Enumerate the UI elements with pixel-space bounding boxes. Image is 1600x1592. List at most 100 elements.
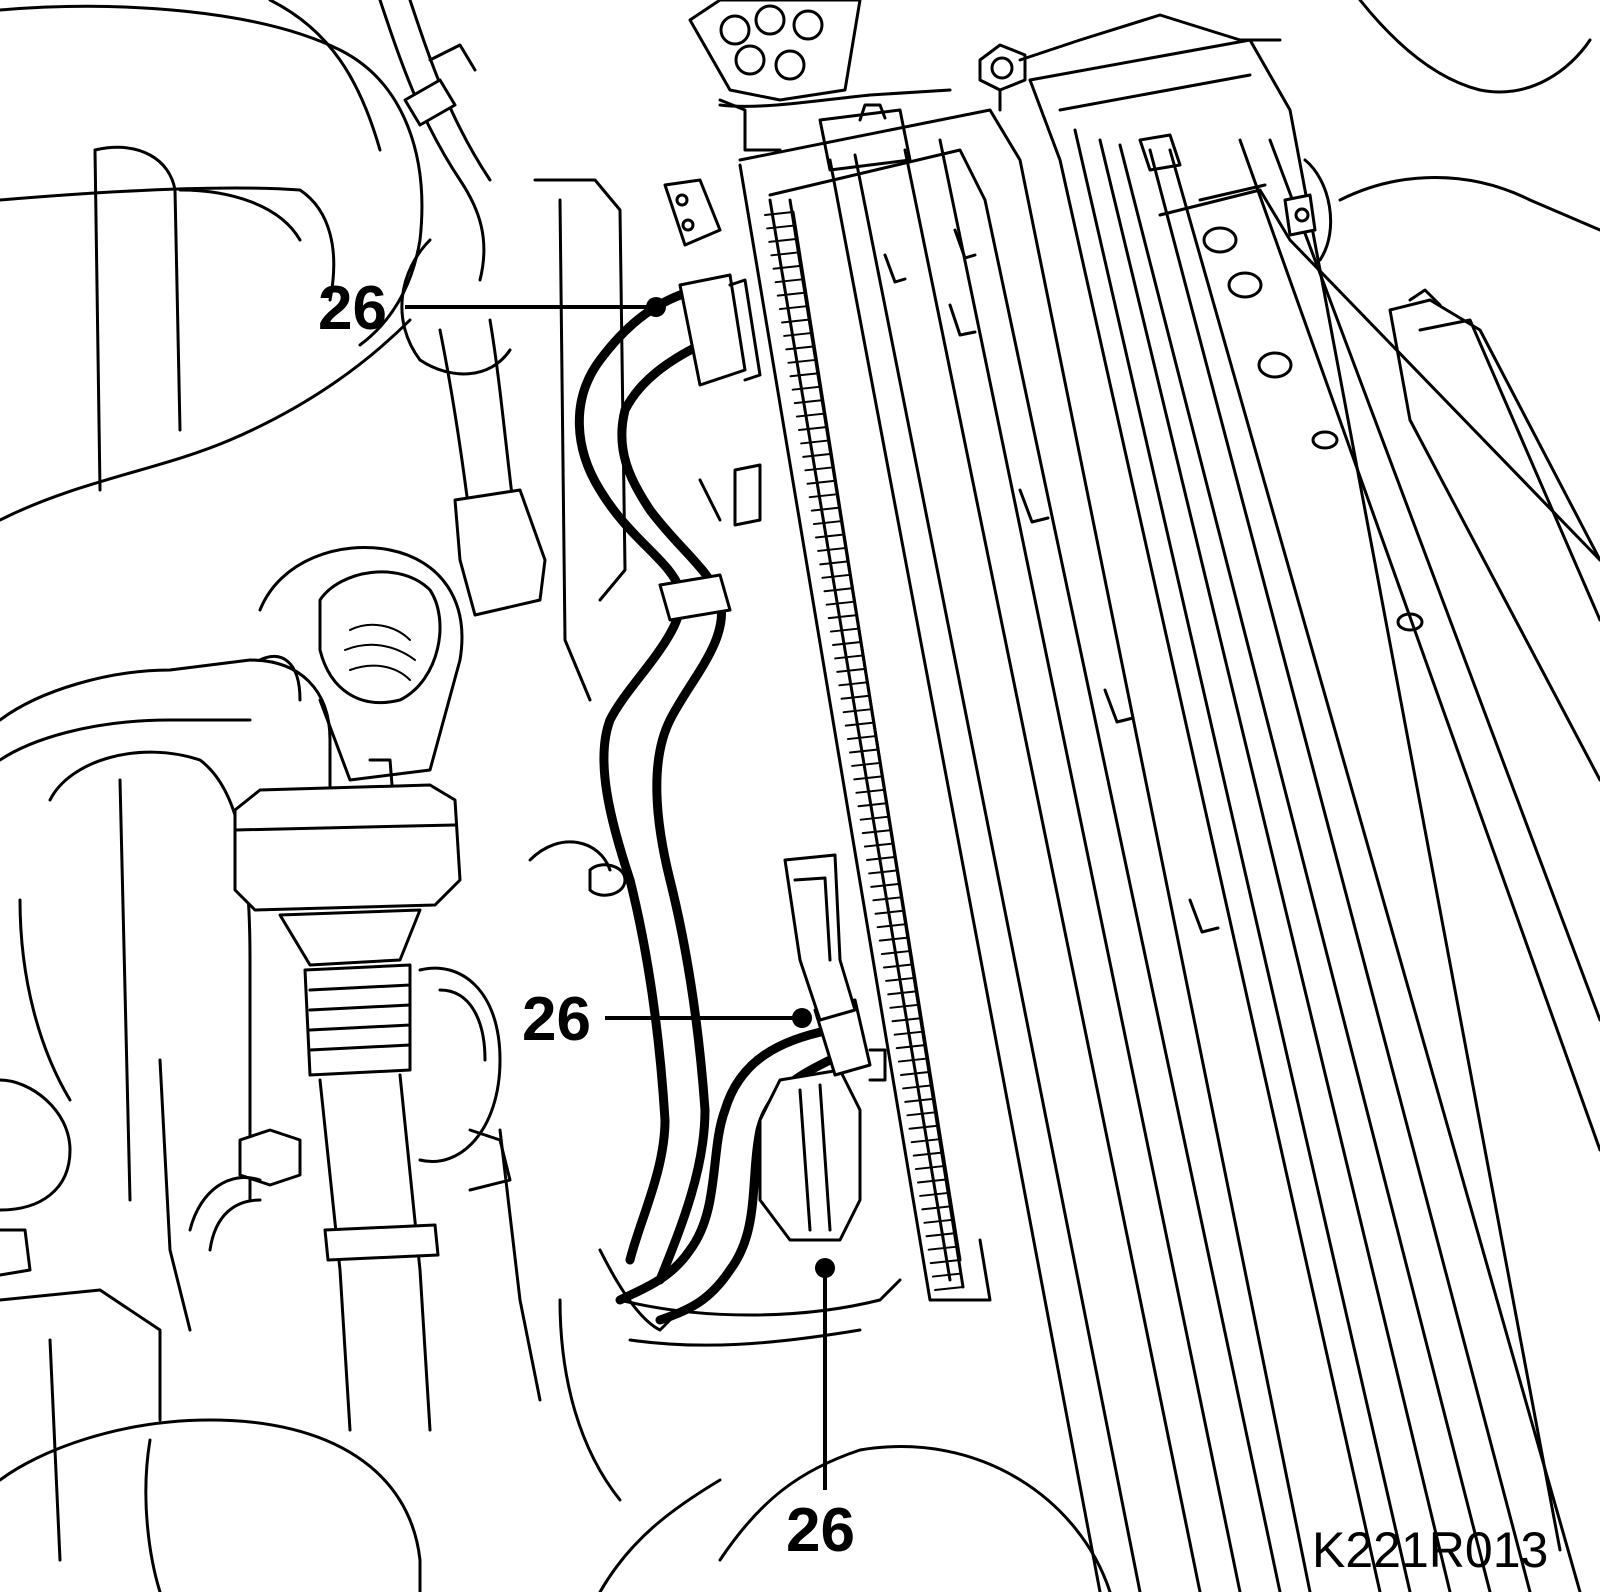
radiator-fin (859, 815, 890, 821)
radiator-fin (902, 1084, 933, 1090)
radiator-fin (868, 869, 899, 875)
hose-clip-left (188, 1128, 302, 1252)
radiator-fin (929, 1259, 960, 1265)
radiator-fin (764, 211, 794, 216)
radiator-bracket (698, 463, 857, 1022)
lower-branch-hose (598, 998, 887, 1332)
callout-leader-2 (605, 1008, 812, 1028)
radiator-fin (789, 372, 820, 378)
radiator-fin (855, 788, 886, 794)
radiator-fin (787, 358, 818, 364)
callout-leader-1 (405, 297, 666, 317)
right-side-bracket (1338, 0, 1600, 782)
radiator-fin (934, 1286, 964, 1291)
radiator-fin (781, 318, 811, 324)
radiator-fin (829, 627, 860, 633)
radiator-fin (853, 775, 884, 781)
radiator-fin (810, 506, 841, 512)
radiator-fin (895, 1044, 926, 1050)
radiator-fin (874, 909, 905, 915)
lower-body-panels (498, 840, 1112, 1592)
radiator-fin (885, 976, 916, 982)
radiator-fin (889, 1003, 920, 1009)
eye-ring-bracket (258, 546, 464, 782)
radiator-fin (908, 1124, 939, 1130)
radiator-fin (815, 533, 845, 539)
radiator-fin (846, 735, 877, 741)
radiator-fin (842, 708, 873, 714)
radiator-fin (870, 882, 901, 888)
pipe-coupling (233, 758, 462, 1432)
radiator-fin (910, 1138, 941, 1144)
radiator-fin (825, 600, 856, 606)
radiator-fin (897, 1057, 928, 1063)
radiator-fin (834, 654, 865, 660)
radiator-fin (878, 936, 909, 942)
radiator-fin-edge (791, 210, 965, 1289)
radiator-fin (904, 1097, 935, 1103)
radiator-fin (914, 1165, 945, 1171)
radiator-fin (844, 721, 875, 727)
callout-label-26-top: 26 (318, 274, 387, 343)
radiator-markings (883, 228, 1220, 934)
radiator-fin (893, 1030, 924, 1036)
callout-label-26-bottom: 26 (786, 1496, 855, 1565)
radiator-fin (861, 829, 892, 835)
radiator-fin (768, 237, 799, 243)
radiator-fin (876, 923, 907, 929)
radiator-fin (887, 990, 918, 996)
radiator-fin (931, 1272, 962, 1278)
radiator-fin (772, 264, 803, 270)
radiator-fin (806, 479, 837, 485)
radiator-fins (764, 210, 965, 1291)
radiator-fin (817, 546, 848, 552)
radiator-fin (906, 1111, 937, 1117)
radiator-fin (880, 950, 911, 956)
radiator-fin (798, 426, 828, 431)
radiator-fin (919, 1191, 950, 1197)
left-lower-hose (0, 654, 332, 1332)
radiator-fin (900, 1071, 930, 1076)
lower-left-canister (0, 1078, 422, 1592)
top-right-bolt (978, 13, 1282, 112)
radiator-fin (800, 439, 831, 445)
radiator-fin (912, 1151, 943, 1157)
top-connector-block (688, 0, 952, 152)
connector-clip-top (663, 178, 722, 247)
upper-left-hose (0, 0, 424, 522)
radiator-fin (774, 278, 805, 284)
radiator-fin (863, 842, 894, 848)
radiator-fin (827, 614, 858, 620)
left-pipe-assembly (400, 178, 627, 702)
figure-reference-code: K221R013 (1312, 1522, 1549, 1578)
mounting-strip (1158, 158, 1600, 632)
radiator-fin (795, 412, 826, 418)
radiator-fin (804, 466, 835, 472)
radiator-fin (849, 748, 879, 754)
condenser-core (1028, 38, 1600, 1592)
radiator-fin (776, 291, 807, 297)
radiator-fin (840, 694, 871, 700)
radiator-fin (832, 641, 862, 646)
radiator-fin (802, 452, 833, 458)
radiator-fin (927, 1245, 958, 1251)
radiator-fin (923, 1218, 954, 1224)
radiator-fin (766, 224, 797, 230)
callout-label-26-middle: 26 (522, 985, 591, 1054)
radiator-fin (783, 331, 814, 337)
radiator-fin (857, 802, 888, 808)
radiator-fin (793, 399, 824, 405)
radiator-fin (778, 305, 809, 311)
radiator-fin (770, 251, 801, 257)
radiator-fin (872, 896, 903, 902)
radiator-fin (812, 520, 843, 526)
wiring-clip-upper (378, 0, 492, 282)
radiator-fin (917, 1178, 947, 1184)
radiator-fin (791, 385, 822, 391)
round-sensor-housing (418, 966, 512, 1192)
callout-leader-3 (815, 1258, 835, 1490)
radiator-fin (836, 667, 867, 673)
radiator-fin (785, 345, 816, 351)
radiator-fin (925, 1232, 956, 1238)
